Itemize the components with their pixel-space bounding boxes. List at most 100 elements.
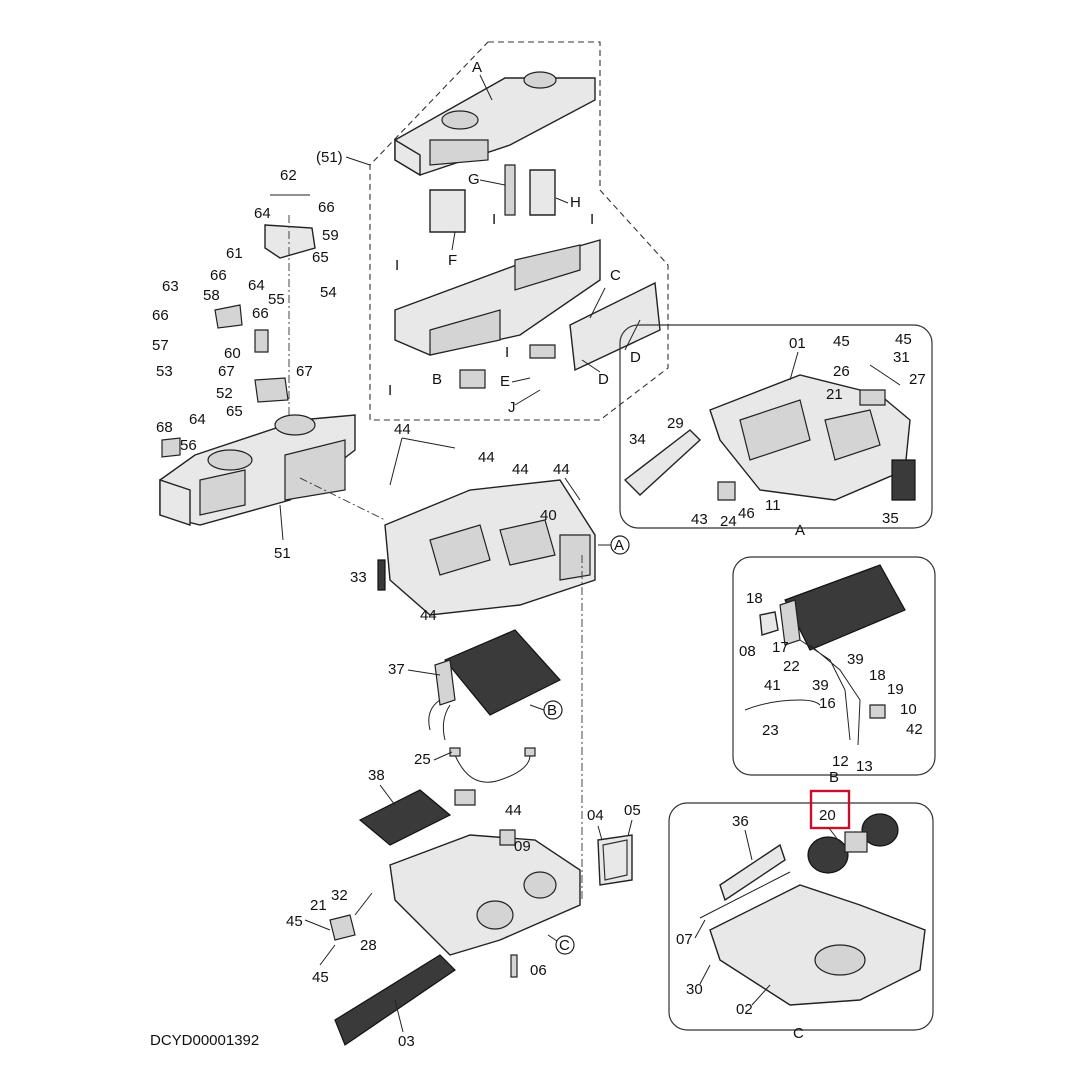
labels-panel-B: 18 08 17 22 39 41 39 18 16 19 10 42 23 1… — [739, 590, 923, 775]
svg-text:A: A — [795, 522, 805, 539]
svg-text:J: J — [508, 399, 516, 416]
panel-H — [529, 169, 556, 216]
svg-text:65: 65 — [226, 403, 243, 420]
svg-text:68: 68 — [156, 419, 173, 436]
labels-panel-C: 20 36 07 30 02 — [676, 807, 839, 1018]
svg-text:08: 08 — [739, 643, 756, 660]
svg-text:11: 11 — [765, 497, 781, 514]
svg-text:10: 10 — [900, 701, 917, 718]
svg-text:51: 51 — [274, 545, 291, 562]
svg-text:07: 07 — [676, 931, 693, 948]
panel-C — [569, 281, 661, 372]
svg-text:03: 03 — [398, 1033, 415, 1050]
part-08 — [759, 611, 779, 636]
svg-text:17: 17 — [772, 639, 789, 656]
labels-center: 44 44 44 44 40 33 44 — [350, 421, 581, 624]
highlight-box-20 — [809, 789, 851, 830]
svg-text:C: C — [559, 937, 570, 954]
left-upper-assembly — [159, 215, 356, 526]
svg-text:44: 44 — [478, 449, 495, 466]
svg-text:26: 26 — [833, 363, 850, 380]
svg-text:32: 32 — [331, 887, 348, 904]
svg-text:28: 28 — [360, 937, 377, 954]
svg-text:24: 24 — [720, 513, 737, 530]
svg-text:37: 37 — [388, 661, 405, 678]
svg-text:D: D — [598, 371, 609, 388]
svg-text:67: 67 — [218, 363, 235, 380]
svg-text:54: 54 — [320, 284, 337, 301]
svg-text:21: 21 — [826, 386, 843, 403]
svg-text:39: 39 — [812, 677, 829, 694]
svg-text:F: F — [448, 252, 457, 269]
svg-text:29: 29 — [667, 415, 684, 432]
svg-text:45: 45 — [312, 969, 329, 986]
svg-text:09: 09 — [514, 838, 531, 855]
upper-case-A — [394, 71, 596, 177]
panel-C: C — [668, 789, 934, 1042]
svg-text:B: B — [547, 702, 557, 719]
svg-text:I: I — [590, 211, 594, 228]
svg-text:44: 44 — [420, 607, 437, 624]
part-52 — [254, 377, 289, 403]
svg-text:30: 30 — [686, 981, 703, 998]
svg-text:60: 60 — [224, 345, 241, 362]
svg-text:39: 39 — [847, 651, 864, 668]
svg-text:66: 66 — [210, 267, 227, 284]
part-35 — [891, 459, 916, 501]
panel-F — [429, 189, 466, 233]
svg-text:43: 43 — [691, 511, 708, 528]
svg-text:59: 59 — [322, 227, 339, 244]
svg-text:25: 25 — [414, 751, 431, 768]
svg-text:44: 44 — [394, 421, 411, 438]
part-43 — [717, 481, 736, 501]
part-19 — [869, 704, 886, 719]
part-58 — [214, 304, 243, 329]
svg-text:05: 05 — [624, 802, 641, 819]
svg-text:22: 22 — [783, 658, 800, 675]
svg-text:01: 01 — [789, 335, 806, 352]
svg-text:E: E — [500, 373, 510, 390]
labels-center-lower: 44 09 06 — [505, 802, 547, 979]
svg-text:63: 63 — [162, 278, 179, 295]
svg-text:13: 13 — [856, 758, 873, 775]
svg-text:65: 65 — [312, 249, 329, 266]
svg-text:I: I — [505, 344, 509, 361]
filter-03: 03 — [334, 954, 456, 1050]
subassembly-51-group: (51) — [316, 41, 669, 421]
bracket-J — [529, 344, 556, 359]
svg-text:34: 34 — [629, 431, 646, 448]
svg-text:57: 57 — [152, 337, 169, 354]
svg-text:64: 64 — [254, 205, 271, 222]
svg-text:18: 18 — [746, 590, 763, 607]
part-68 — [161, 437, 181, 458]
svg-text:06: 06 — [530, 962, 547, 979]
svg-text:53: 53 — [156, 363, 173, 380]
svg-text:44: 44 — [553, 461, 570, 478]
svg-text:66: 66 — [318, 199, 335, 216]
svg-text:16: 16 — [819, 695, 836, 712]
svg-text:04: 04 — [587, 807, 604, 824]
svg-text:52: 52 — [216, 385, 233, 402]
svg-text:45: 45 — [833, 333, 850, 350]
svg-text:38: 38 — [368, 767, 385, 784]
svg-text:42: 42 — [906, 721, 923, 738]
svg-text:20: 20 — [819, 807, 836, 824]
group-label-51: (51) — [316, 149, 343, 166]
svg-text:64: 64 — [248, 277, 265, 294]
svg-text:41: 41 — [764, 677, 781, 694]
svg-text:64: 64 — [189, 411, 206, 428]
svg-text:66: 66 — [152, 307, 169, 324]
part-E — [459, 369, 486, 389]
svg-text:35: 35 — [882, 510, 899, 527]
lower-blower-case: C — [389, 829, 581, 956]
callout-A: A — [598, 535, 630, 555]
svg-text:58: 58 — [203, 287, 220, 304]
evaporator-37: B 37 — [388, 629, 563, 741]
svg-text:56: 56 — [180, 437, 197, 454]
center-housing — [299, 477, 596, 900]
svg-text:62: 62 — [280, 167, 297, 184]
subassembly-letters: A G H I I F I C I B D D E I J — [388, 59, 641, 416]
harness-25: 25 — [414, 747, 536, 783]
panel-B: B — [732, 556, 936, 786]
svg-text:B: B — [432, 371, 442, 388]
